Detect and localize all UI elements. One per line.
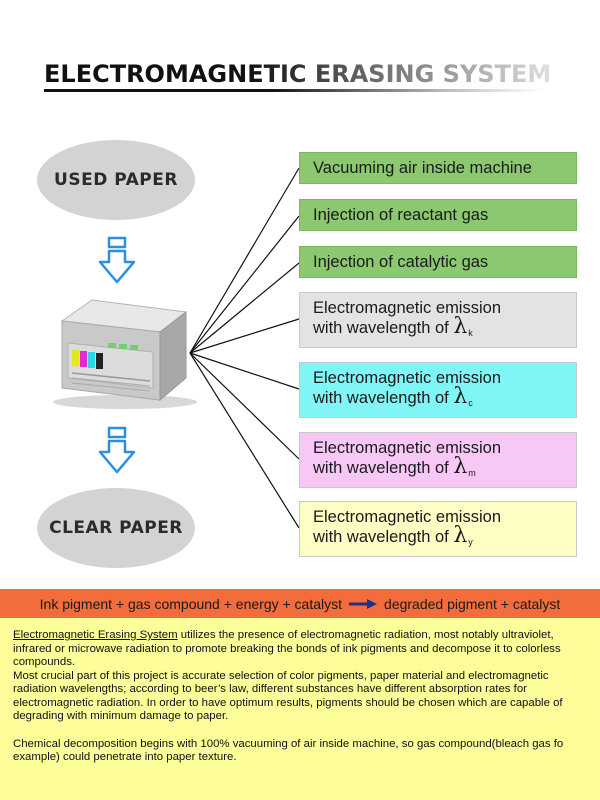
lambda-symbol: λ xyxy=(453,453,468,479)
description-paragraph-1: Electromagnetic Erasing System utilizes … xyxy=(13,629,588,670)
system-name-link: Electromagnetic Erasing System xyxy=(13,629,178,641)
step-line2: with wavelength of xyxy=(313,527,449,546)
step-line2: with wavelength of xyxy=(313,388,449,407)
step-emission-y: Electromagnetic emission with wavelength… xyxy=(299,501,577,557)
step-catalytic-gas: Injection of catalytic gas xyxy=(299,246,577,278)
lambda-symbol: λ xyxy=(453,383,468,409)
erasing-machine-icon xyxy=(53,299,197,409)
step-line1: Electromagnetic emission xyxy=(313,298,501,317)
step-label: Injection of catalytic gas xyxy=(313,253,489,271)
step-label: Vacuuming air inside machine xyxy=(313,159,532,177)
connector-line-2 xyxy=(189,215,300,354)
lambda-subscript: m xyxy=(468,467,476,478)
step-emission-k: Electromagnetic emission with wavelength… xyxy=(299,292,577,348)
step-reactant-gas: Injection of reactant gas xyxy=(299,199,577,231)
connector-line-4 xyxy=(189,318,300,354)
right-arrow-icon xyxy=(349,598,378,609)
connector-line-3 xyxy=(189,262,300,354)
reaction-equation-bar: Ink pigment + gas compound + energy + ca… xyxy=(0,589,600,618)
lambda-subscript: c xyxy=(468,397,473,408)
equation-reactants: Ink pigment + gas compound + energy + ca… xyxy=(39,595,343,612)
page-title: ELECTROMAGNETIC ERASING SYSTEM xyxy=(44,58,564,94)
connector-lines xyxy=(189,167,300,529)
description-paragraph-2: Most crucial part of this project is acc… xyxy=(13,669,563,723)
used-paper-node: USED PAPER xyxy=(37,140,195,220)
step-line2: with wavelength of xyxy=(313,318,449,337)
lambda-subscript: k xyxy=(468,327,473,338)
description-panel: Electromagnetic Erasing System utilizes … xyxy=(0,618,600,800)
step-label: Injection of reactant gas xyxy=(313,206,489,224)
clear-paper-node: CLEAR PAPER xyxy=(37,488,195,568)
step-line1: Electromagnetic emission xyxy=(313,438,501,457)
step-line1: Electromagnetic emission xyxy=(313,507,501,526)
step-emission-c: Electromagnetic emission with wavelength… xyxy=(299,362,577,418)
step-emission-m: Electromagnetic emission with wavelength… xyxy=(299,432,577,488)
connector-line-7 xyxy=(189,352,300,529)
down-arrow-icon-top xyxy=(98,236,136,284)
equation-products: degraded pigment + catalyst xyxy=(384,595,561,612)
down-arrow-icon-bottom xyxy=(98,426,136,474)
step-vacuuming: Vacuuming air inside machine xyxy=(299,152,577,184)
flow-diagram xyxy=(53,167,300,529)
paragraph-1-text: utilizes the presence of electromagnetic… xyxy=(13,629,561,668)
step-line2: with wavelength of xyxy=(313,458,449,477)
description-paragraph-3: Chemical decomposition begins with 100% … xyxy=(13,737,564,764)
title-underline xyxy=(44,89,544,92)
lambda-symbol: λ xyxy=(453,313,468,339)
lambda-subscript: y xyxy=(468,536,473,547)
step-line1: Electromagnetic emission xyxy=(313,368,501,387)
connector-line-5 xyxy=(189,352,300,390)
connector-line-1 xyxy=(189,167,300,354)
connector-line-6 xyxy=(189,352,300,460)
lambda-symbol: λ xyxy=(453,522,468,548)
